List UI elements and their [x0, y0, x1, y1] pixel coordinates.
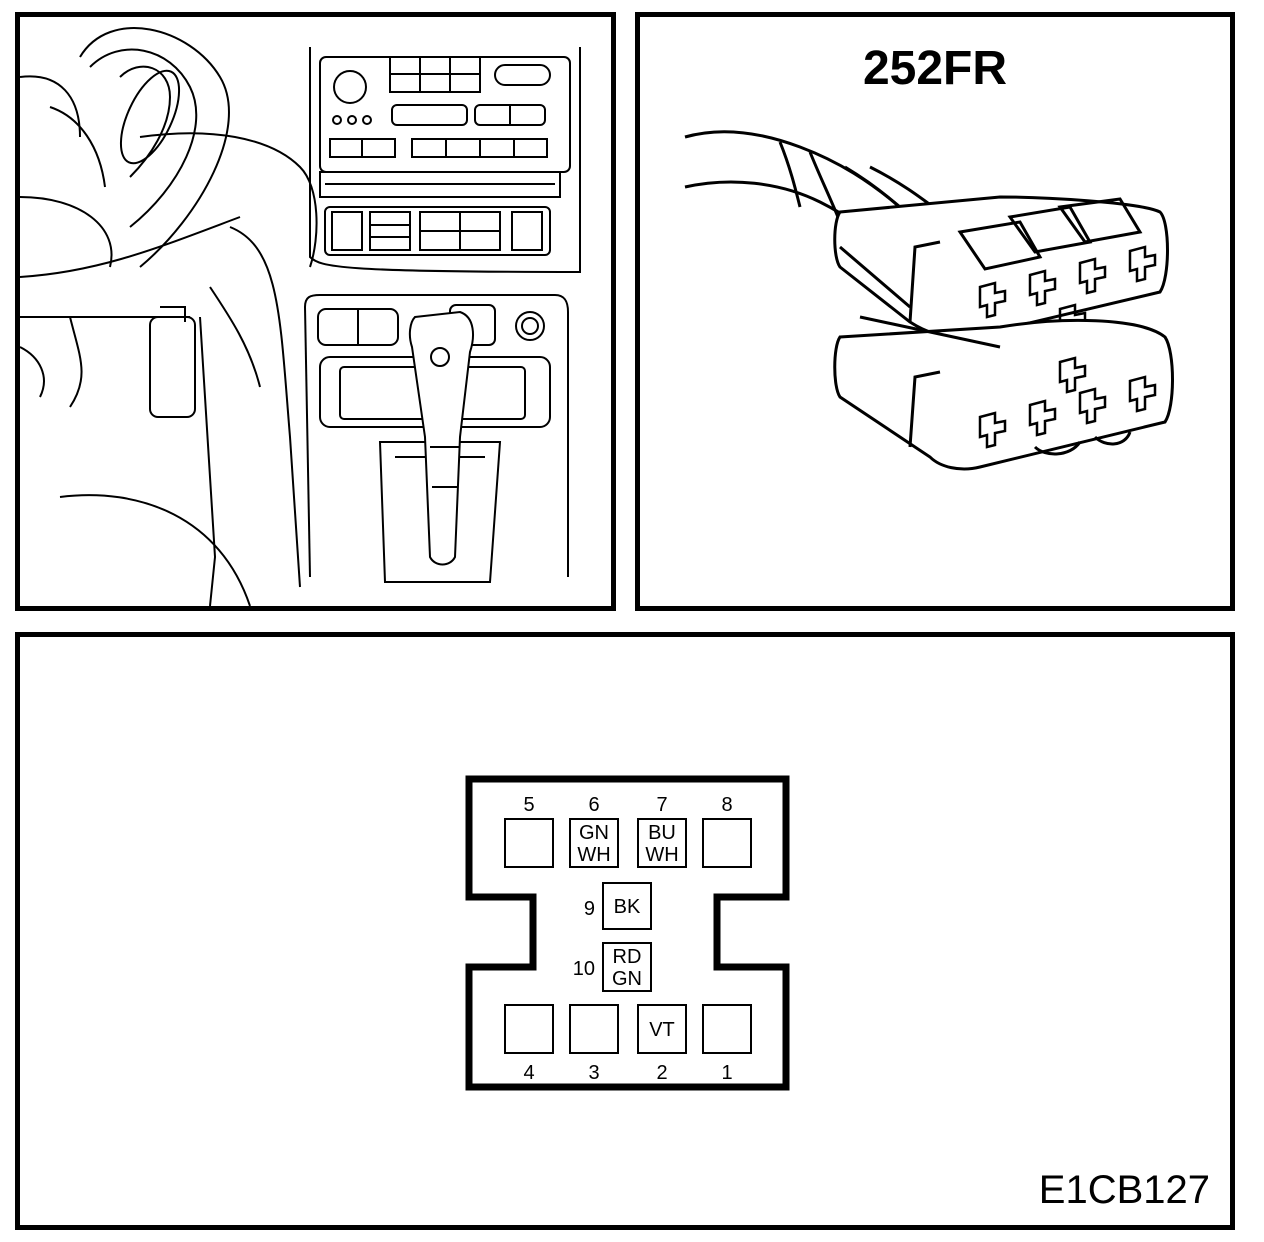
wire-color-10-2: GN: [612, 968, 642, 990]
pin-cavity-2: [637, 1004, 687, 1054]
pin-cavity-3: [569, 1004, 619, 1054]
pin-number-9: 9: [584, 898, 595, 920]
wire-color-10-1: RD: [613, 946, 642, 968]
connector-code: 252FR: [862, 42, 1008, 95]
dashboard-console-drawing: [20, 27, 581, 606]
wire-color-7-2: WH: [645, 844, 678, 866]
figure-id: E1CB127: [1038, 1168, 1210, 1212]
location-panel: [15, 12, 616, 611]
pin-number-6: 6: [588, 794, 599, 816]
pin-cavity-5: [504, 818, 554, 868]
pin-cavity-10: [602, 942, 652, 992]
pin-number-10: 10: [573, 958, 595, 980]
wire-color-9: BK: [614, 896, 641, 918]
pin-number-8: 8: [721, 794, 732, 816]
pin-cavity-9: [602, 882, 652, 930]
pin-cavity-7: [637, 818, 687, 868]
pin-cavity-8: [702, 818, 752, 868]
pin-number-3: 3: [588, 1062, 599, 1084]
wire-color-6-2: WH: [577, 844, 610, 866]
wire-color-7-1: BU: [648, 822, 676, 844]
wire-color-6-1: GN: [579, 822, 609, 844]
pin-number-4: 4: [523, 1062, 534, 1084]
pin-cavity-4: [504, 1004, 554, 1054]
pin-number-7: 7: [656, 794, 667, 816]
pin-cavity-1: [702, 1004, 752, 1054]
pin-cavity-6: [569, 818, 619, 868]
connector-panel: 252FR: [635, 12, 1235, 611]
wire-color-2: VT: [649, 1019, 675, 1041]
pin-number-2: 2: [656, 1062, 667, 1084]
pin-number-1: 1: [721, 1062, 732, 1084]
pin-number-5: 5: [523, 794, 534, 816]
connector-drawing: [684, 130, 1174, 471]
